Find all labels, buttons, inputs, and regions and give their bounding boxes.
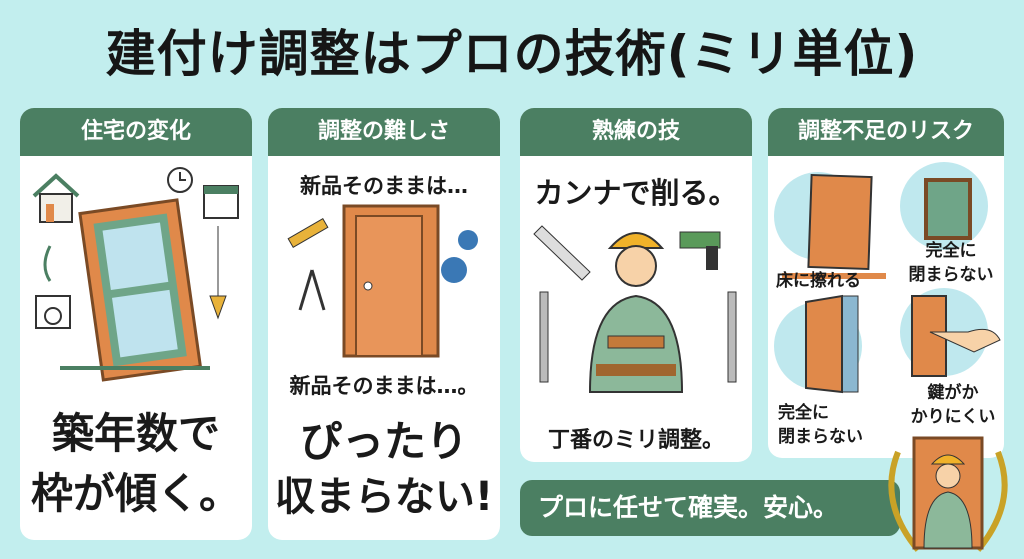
house-icon bbox=[32, 173, 80, 223]
door-frame bbox=[78, 198, 203, 382]
hand-key-icon bbox=[929, 328, 1001, 353]
risk-label: 床に擦れる bbox=[776, 271, 861, 291]
risk-label: 完全に bbox=[778, 403, 829, 423]
bottom-text: 丁番のミリ調整。 bbox=[547, 428, 724, 453]
risk-label: 完全に bbox=[925, 241, 977, 261]
clock-icon bbox=[167, 167, 193, 193]
ruler-icon bbox=[287, 217, 329, 249]
mid-text: 新品そのままは…。 bbox=[289, 374, 479, 398]
card-header: 調整の難しさ bbox=[268, 108, 500, 156]
plumb-bob-icon bbox=[209, 226, 227, 320]
arrow-icon bbox=[43, 245, 52, 282]
card-header: 住宅の変化 bbox=[20, 108, 252, 156]
gear-icon bbox=[441, 257, 467, 283]
worker-laurel-badge bbox=[888, 436, 1008, 552]
gear-icon bbox=[458, 230, 478, 250]
door-ajar bbox=[805, 294, 843, 394]
door-not-closing bbox=[924, 178, 972, 240]
risk-label: 鍵がか bbox=[927, 383, 979, 403]
tilted-door-illustration bbox=[32, 167, 239, 382]
door-scraping-floor bbox=[807, 173, 873, 271]
risk-label: 閉まらない bbox=[908, 265, 994, 285]
risk-label: 閉まらない bbox=[778, 427, 863, 447]
caption-line2: 収まらない! bbox=[274, 474, 494, 520]
laurel-icon bbox=[888, 450, 921, 552]
door-tools-illustration bbox=[287, 204, 478, 358]
card-risks: 調整不足のリスク 床に擦れる 完全に 閉まらない 完全に 閉まらない 鍵がか か… bbox=[768, 108, 1004, 458]
risk-label: かりにくい bbox=[910, 407, 996, 427]
caption-line2: 枠が傾く。 bbox=[30, 469, 241, 518]
laurel-icon bbox=[975, 450, 1008, 552]
worker bbox=[588, 232, 684, 393]
conclusion-banner: プロに任せて確実。安心。 bbox=[520, 480, 900, 536]
caption-line1: 築年数で bbox=[51, 409, 220, 458]
saw-icon bbox=[533, 225, 591, 281]
card-house-change: 住宅の変化 築年数で 枠が傾く。 bbox=[20, 108, 252, 540]
card-skill: 熟練の技 カンナで削る。 丁番のミリ調整。 bbox=[520, 108, 752, 462]
page-title: 建付け調整はプロの技術(ミリ単位) bbox=[105, 25, 919, 83]
card-header: 熟練の技 bbox=[520, 108, 752, 156]
carpenter-illustration bbox=[533, 225, 737, 393]
drill-icon bbox=[679, 231, 721, 270]
risk-illustrations bbox=[774, 162, 1001, 394]
chisel-icon bbox=[727, 291, 737, 383]
chisel-icon bbox=[539, 291, 549, 383]
calendar-icon bbox=[203, 185, 239, 219]
card-difficulty: 調整の難しさ 新品そのままは… 新品そのままは…。 ぴったり 収まらない! bbox=[268, 108, 500, 540]
compass-icon bbox=[298, 269, 326, 311]
top-text: 新品そのままは… bbox=[300, 174, 468, 198]
caption-line1: ぴったり bbox=[299, 417, 468, 466]
card-header: 調整不足のリスク bbox=[768, 108, 1004, 156]
calendar-clock-icon bbox=[35, 295, 71, 329]
top-text: カンナで削る。 bbox=[534, 176, 738, 210]
